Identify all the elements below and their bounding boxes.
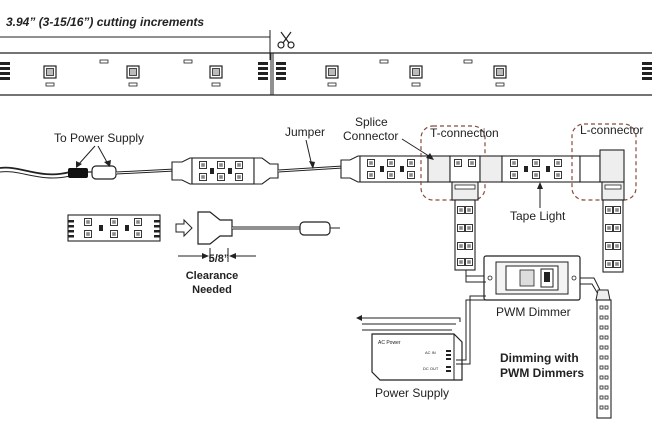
- tape-segment: [359, 155, 429, 183]
- power-supply-label: Power Supply: [375, 386, 449, 400]
- t-connector: [427, 155, 481, 201]
- led-chip: [325, 65, 339, 79]
- led-chip: [209, 65, 223, 79]
- psu-ac-power-text: AC Power: [378, 340, 401, 346]
- clearance-detail: 5/8” Clearance Needed: [67, 211, 340, 296]
- led-chip: [409, 65, 423, 79]
- pwm-dimmer: PWM Dimmer: [483, 255, 581, 319]
- tape-segment: [67, 214, 161, 242]
- clearance-label-2: Needed: [192, 284, 232, 296]
- tape-segment-vertical: [602, 199, 624, 273]
- power-supply: AC Power AC IN DC OUT Power Supply: [356, 295, 486, 400]
- dimming-caption-1: Dimming with: [500, 351, 579, 365]
- pwm-dimmer-label: PWM Dimmer: [496, 305, 571, 319]
- increment-label: 3.94” (3-15/16”) cutting increments: [6, 15, 204, 29]
- tape-strip-top: [0, 52, 652, 96]
- tape-light-label: Tape Light: [510, 209, 566, 223]
- power-plug: [68, 165, 117, 180]
- splice-connector-label-2: Connector: [343, 129, 398, 143]
- clearance-label-1: Clearance: [186, 270, 239, 282]
- main-connection-run: [0, 123, 637, 273]
- cutting-increment-strip: 3.94” (3-15/16”) cutting increments: [0, 15, 652, 96]
- jumper-label: Jumper: [285, 125, 325, 139]
- l-connector-label: L-connector: [580, 123, 643, 137]
- l-connector: [579, 149, 625, 201]
- splice-connector-label-1: Splice: [355, 115, 388, 129]
- led-chip: [126, 65, 140, 79]
- psu-dc-out-text: DC OUT: [423, 366, 439, 371]
- to-power-supply-label: To Power Supply: [54, 131, 144, 145]
- callout-labels: To Power Supply Jumper Splice Connector …: [54, 115, 643, 223]
- tape-segment-vertical: [595, 289, 612, 419]
- dimming-caption-2: PWM Dimmers: [500, 366, 584, 380]
- clearance-measure: 5/8”: [209, 253, 230, 265]
- tape-segment: [479, 155, 581, 183]
- t-connection-label: T-connection: [430, 126, 499, 140]
- psu-ac-in-text: AC IN: [425, 350, 436, 355]
- led-chip: [43, 65, 57, 79]
- tape-segment: [191, 157, 255, 185]
- tape-segment-vertical: [454, 199, 476, 271]
- scissors-icon: [277, 31, 295, 49]
- led-chip: [493, 65, 507, 79]
